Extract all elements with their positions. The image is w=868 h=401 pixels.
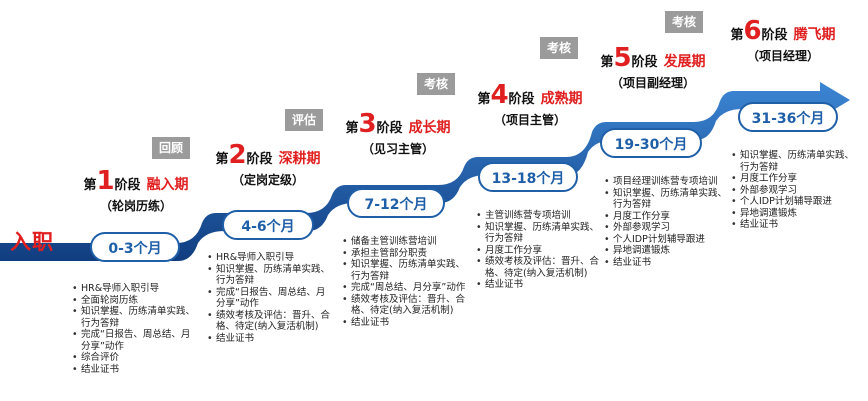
stage-3-heading: 第3阶段成长期 （见习主管） — [328, 109, 468, 157]
list-item: 知识掌握、历练清单实践、行为答辩 — [207, 264, 333, 287]
stage-1-item-list: HR&导师入职引导 全面轮岗历练 知识掌握、历练清单实践、行为答辩 完成“日报告… — [72, 283, 198, 375]
period-badge-stage-5: 19-30个月 — [600, 128, 702, 158]
list-item: 知识掌握、历练清单实践、行为答辩 — [731, 150, 861, 173]
stage-3-number: 3 — [358, 109, 377, 139]
list-item: 绩效考核及评估：晋升、合格、待定(纳入复活机制) — [342, 294, 470, 317]
list-item: 知识掌握、历练清单实践、行为答辩 — [476, 222, 604, 245]
list-item: 承担主管部分职责 — [342, 248, 470, 260]
list-item: 绩效考核及评估：晋升、合格、待定(纳入复活机制) — [476, 256, 604, 279]
stage-2-role: （定岗定级） — [231, 173, 304, 187]
stage-4-number: 4 — [490, 80, 509, 110]
stage-1-role: （轮岗历练） — [99, 199, 172, 213]
list-item: 综合评价 — [72, 352, 198, 364]
list-item: 知识掌握、历练清单实践、行为答辩 — [604, 188, 734, 211]
list-item: 外部参观学习 — [731, 185, 861, 197]
list-item: 月度工作分享 — [604, 211, 734, 223]
period-badge-stage-1: 0-3个月 — [90, 232, 180, 262]
period-badge-stage-4: 13-18个月 — [478, 162, 578, 192]
stage-3-title: 第3阶段成长期 — [345, 109, 451, 139]
list-item: 绩效考核及评估：晋升、合格、待定(纳入复活机制) — [207, 310, 333, 333]
list-item: 结业证书 — [72, 364, 198, 376]
list-item: 全面轮岗历练 — [72, 295, 198, 307]
stage-5-title: 第5阶段发展期 — [600, 43, 706, 73]
checkpoint-exam-3: 考核 — [665, 11, 703, 33]
list-item: 完成“周总结、月分享”动作 — [342, 282, 470, 294]
checkpoint-exam-1: 考核 — [417, 73, 455, 95]
stage-5-heading: 第5阶段发展期 （项目副经理） — [583, 43, 723, 91]
list-item: 完成“日报告、周总结、月分享”动作 — [72, 329, 198, 352]
list-item: 结业证书 — [342, 317, 470, 329]
stage-1-number: 1 — [96, 166, 115, 196]
stage-4-name: 成熟期 — [540, 91, 583, 107]
list-item: 结业证书 — [207, 333, 333, 345]
stage-1-name: 融入期 — [146, 177, 189, 193]
stage-3-item-list: 储备主管训练营培训 承担主管部分职责 知识掌握、历练清单实践、行为答辩 完成“周… — [342, 236, 470, 328]
list-item: 主管训练营专项培训 — [476, 210, 604, 222]
list-item: 个人IDP计划辅导跟进 — [731, 196, 861, 208]
stage-5-number: 5 — [613, 43, 632, 73]
list-item: 知识掌握、历练清单实践、行为答辩 — [72, 306, 198, 329]
stage-4-role: （项目主管） — [493, 113, 566, 127]
period-badge-stage-2: 4-6个月 — [222, 210, 314, 240]
stage-2-name: 深耕期 — [278, 151, 321, 167]
list-item: 异地调遣锻炼 — [604, 245, 734, 257]
stage-4-item-list: 主管训练营专项培训 知识掌握、历练清单实践、行为答辩 月度工作分享 绩效考核及评… — [476, 210, 604, 291]
list-item: 储备主管训练营培训 — [342, 236, 470, 248]
list-item: 结业证书 — [731, 219, 861, 231]
stage-2-heading: 第2阶段深耕期 （定岗定级） — [198, 140, 338, 188]
list-item: HR&导师入职引导 — [72, 283, 198, 295]
stage-4-title: 第4阶段成熟期 — [477, 80, 583, 110]
list-item: 项目经理训练营专项培训 — [604, 176, 734, 188]
period-badge-stage-3: 7-12个月 — [347, 188, 445, 218]
list-item: HR&导师入职引导 — [207, 252, 333, 264]
stage-1-title: 第1阶段融入期 — [83, 166, 189, 196]
stage-6-name: 腾飞期 — [793, 27, 836, 43]
stage-5-role: （项目副经理） — [610, 76, 695, 90]
checkpoint-review: 回顾 — [152, 137, 190, 159]
list-item: 知识掌握、历练清单实践、行为答辩 — [342, 259, 470, 282]
stage-5-name: 发展期 — [663, 54, 706, 70]
list-item: 月度工作分享 — [731, 173, 861, 185]
stage-5-item-list: 项目经理训练营专项培训 知识掌握、历练清单实践、行为答辩 月度工作分享 外部参观… — [604, 176, 734, 268]
list-item: 外部参观学习 — [604, 222, 734, 234]
list-item: 结业证书 — [604, 257, 734, 269]
stage-6-title: 第6阶段腾飞期 — [730, 16, 836, 46]
stage-4-heading: 第4阶段成熟期 （项目主管） — [460, 80, 600, 128]
stage-2-number: 2 — [228, 140, 247, 170]
checkpoint-exam-2: 考核 — [540, 37, 578, 59]
entry-label: 入职 — [10, 230, 54, 254]
list-item: 个人IDP计划辅导跟进 — [604, 234, 734, 246]
stage-1-heading: 第1阶段融入期 （轮岗历练） — [66, 166, 206, 214]
stage-6-role: （项目经理） — [746, 49, 819, 63]
stage-2-item-list: HR&导师入职引导 知识掌握、历练清单实践、行为答辩 完成“日报告、周总结、月分… — [207, 252, 333, 344]
list-item: 结业证书 — [476, 279, 604, 291]
stage-2-title: 第2阶段深耕期 — [215, 140, 321, 170]
list-item: 完成“日报告、周总结、月分享”动作 — [207, 287, 333, 310]
stage-3-role: （见习主管） — [361, 142, 434, 156]
stage-6-number: 6 — [743, 16, 762, 46]
period-badge-stage-6: 31-36个月 — [738, 102, 838, 132]
stage-6-item-list: 知识掌握、历练清单实践、行为答辩 月度工作分享 外部参观学习 个人IDP计划辅导… — [731, 150, 861, 231]
stage-3-name: 成长期 — [408, 120, 451, 136]
staircase-body — [0, 82, 850, 261]
stage-6-heading: 第6阶段腾飞期 （项目经理） — [713, 16, 853, 64]
list-item: 异地调遣锻炼 — [731, 208, 861, 220]
list-item: 月度工作分享 — [476, 245, 604, 257]
checkpoint-evaluate: 评估 — [285, 109, 323, 131]
